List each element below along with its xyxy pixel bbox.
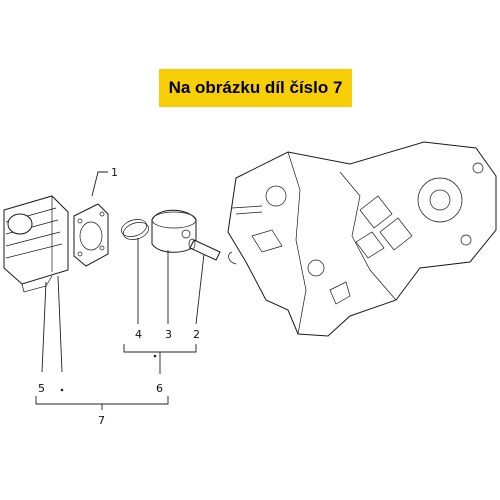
group-bracket-6: [123, 344, 197, 374]
callout-7: 7: [98, 414, 105, 427]
group-bracket-7: [35, 388, 169, 410]
callout-4: 4: [135, 328, 142, 341]
part-number-banner: Na obrázku díl číslo 7: [159, 69, 352, 107]
callout-5: 5: [38, 382, 45, 395]
piston-rings: [121, 219, 149, 240]
engine-crankcase: [227, 141, 497, 337]
piston-pin: [188, 238, 221, 261]
callout-1: 1: [111, 166, 118, 179]
callout-6: 6: [156, 382, 163, 395]
leader-lines: [41, 171, 205, 373]
callout-3: 3: [165, 328, 172, 341]
cylinder: [3, 195, 69, 293]
callout-2: 2: [193, 328, 200, 341]
cylinder-gasket: [73, 203, 109, 267]
circlip: [228, 251, 237, 265]
